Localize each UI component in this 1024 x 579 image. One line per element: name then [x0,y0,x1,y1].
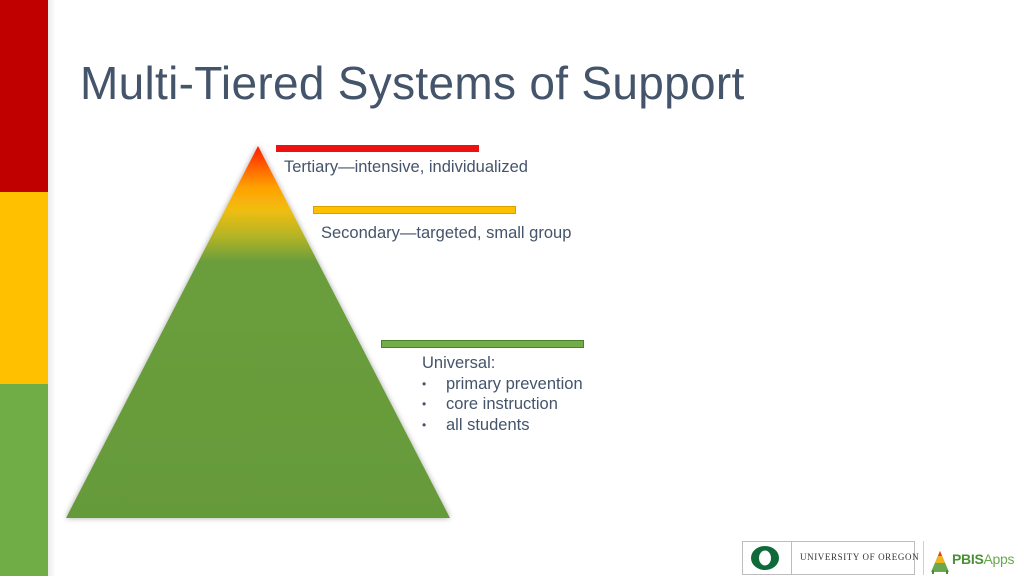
stripe-red [0,0,48,192]
university-of-oregon-logo: UNIVERSITY OF OREGON [742,541,919,575]
tertiary-label: Tertiary—intensive, individualized [284,158,528,176]
pbis-wordmark-strong: PBIS [952,551,984,567]
stripe-yellow [0,192,48,384]
tier-pyramid [66,146,450,518]
universal-description: Universal: • primary prevention • core i… [422,353,583,435]
universal-bar [381,340,584,348]
slide-title: Multi-Tiered Systems of Support [80,57,745,109]
uo-o-icon [743,542,792,574]
universal-bullet-list: • primary prevention • core instruction … [422,374,583,436]
bullet-glyph: • [422,397,427,411]
list-item: • primary prevention [422,374,583,395]
secondary-label: Secondary—targeted, small group [321,224,572,242]
university-name: UNIVERSITY OF OREGON [800,552,920,562]
bullet-text: all students [446,415,530,434]
pbis-wordmark-light: Apps [983,551,1015,567]
bullet-text: core instruction [446,395,558,413]
list-item: • core instruction [422,394,583,415]
pbis-apps-wordmark: PBISApps [952,551,1015,567]
pbis-apps-icon [931,551,949,574]
pyramid-shape [66,146,450,518]
stripe-shadow [48,0,56,576]
bullet-text: primary prevention [446,374,583,393]
secondary-bar [313,206,516,214]
logo-divider [923,541,924,575]
list-item: • all students [422,415,583,436]
bullet-glyph: • [422,417,427,432]
bullet-glyph: • [422,376,427,391]
tertiary-bar [276,145,479,152]
stripe-green [0,384,48,576]
universal-label: Universal: [422,354,496,372]
